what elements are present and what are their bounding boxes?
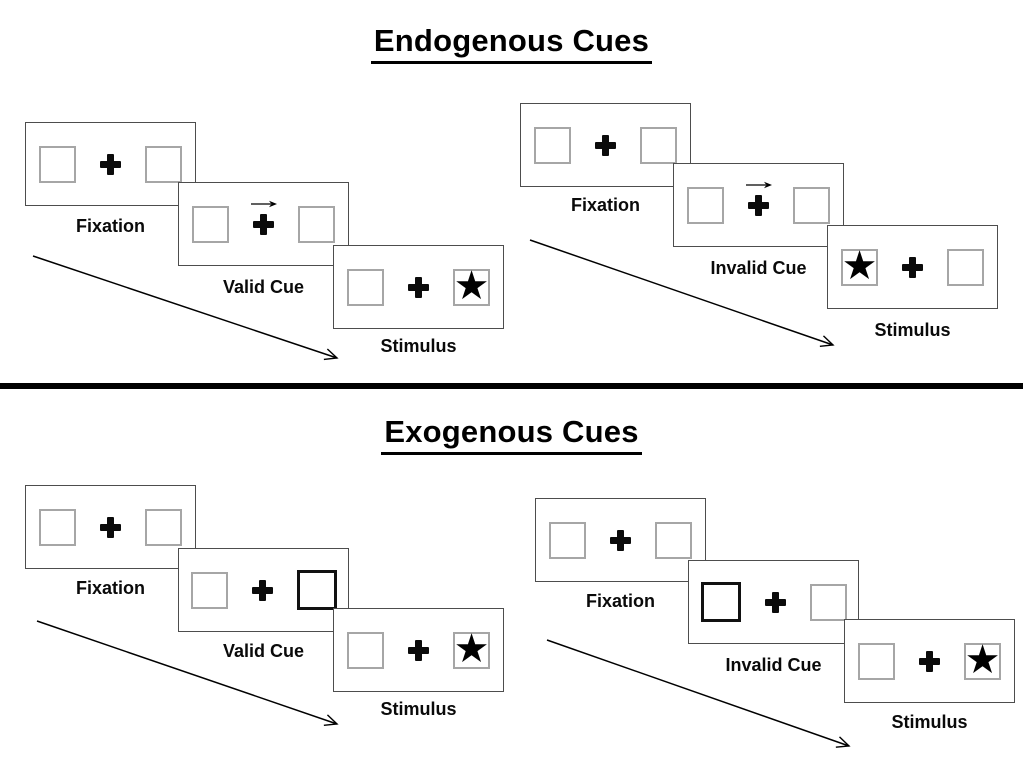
fixation-cross-icon (919, 650, 940, 672)
sequence-arrow (36, 620, 339, 727)
sequence-arrow (32, 255, 339, 361)
panel-label: Stimulus (874, 320, 951, 340)
panel-label: Fixation (585, 591, 655, 611)
invalid-cue-panel (688, 560, 859, 644)
target-star-icon: ★ (453, 262, 490, 309)
right-target-box: ★ (453, 262, 490, 309)
left-placeholder-box (534, 126, 571, 164)
left-placeholder-box (190, 571, 228, 609)
sequence-arrow (529, 239, 835, 347)
panel-label: Valid Cue (222, 277, 305, 297)
panel-label: Fixation (570, 195, 640, 215)
right-placeholder-box (793, 186, 830, 224)
right-placeholder-box (145, 508, 182, 546)
invalid-cue-panel (673, 163, 844, 247)
fixation-cross-icon (408, 276, 429, 298)
valid-cue-panel (178, 182, 349, 266)
fixation-panel (25, 122, 196, 206)
section-title-exogenous: Exogenous Cues (0, 414, 1023, 455)
section-title-text: Exogenous Cues (381, 414, 642, 455)
left-target-box: ★ (841, 242, 878, 289)
fixation-panel (535, 498, 706, 582)
cue-arrow-icon (251, 200, 277, 207)
left-placeholder-box (39, 508, 76, 546)
fixation-cross-icon (595, 134, 616, 156)
right-placeholder-box (640, 126, 677, 164)
target-star-icon: ★ (841, 242, 878, 289)
left-placeholder-box (192, 205, 229, 243)
stimulus-panel: ★ (333, 608, 504, 692)
fixation-panel (25, 485, 196, 569)
panel-label: Stimulus (380, 699, 457, 719)
right-placeholder-box (655, 521, 692, 559)
stimulus-panel: ★ (844, 619, 1015, 703)
left-placeholder-box (549, 521, 586, 559)
fixation-cross-icon (251, 200, 277, 235)
fixation-cross-icon (408, 639, 429, 661)
right-placeholder-box (809, 583, 847, 621)
left-placeholder-box (347, 268, 384, 306)
cue-arrow-icon (746, 181, 772, 188)
left-placeholder-box (39, 145, 76, 183)
right-target-box: ★ (453, 625, 490, 672)
panel-label: Stimulus (891, 712, 968, 732)
panel-label: Invalid Cue (725, 655, 822, 675)
right-placeholder-box (145, 145, 182, 183)
right-cued-box (296, 570, 337, 610)
sequence-arrow (546, 639, 851, 748)
fixation-cross-icon (610, 529, 631, 551)
target-star-icon: ★ (453, 625, 490, 672)
fixation-cross-icon (746, 181, 772, 216)
fixation-cross-icon (251, 579, 273, 601)
left-placeholder-box (858, 642, 895, 680)
stimulus-panel: ★ (827, 225, 998, 309)
fixation-cross-icon (100, 516, 121, 538)
section-divider (0, 383, 1023, 389)
right-placeholder-box (947, 248, 984, 286)
stimulus-panel: ★ (333, 245, 504, 329)
panel-label: Fixation (75, 578, 145, 598)
section-title-endogenous: Endogenous Cues (0, 23, 1023, 64)
panel-label: Stimulus (380, 336, 457, 356)
left-cued-box (700, 582, 741, 622)
left-placeholder-box (687, 186, 724, 224)
fixation-cross-icon (100, 153, 121, 175)
target-star-icon: ★ (964, 636, 1001, 683)
right-target-box: ★ (964, 636, 1001, 683)
fixation-cross-icon (902, 256, 923, 278)
fixation-panel (520, 103, 691, 187)
panel-label: Valid Cue (222, 641, 305, 661)
left-placeholder-box (347, 631, 384, 669)
right-placeholder-box (298, 205, 335, 243)
valid-cue-panel (178, 548, 349, 632)
section-title-text: Endogenous Cues (370, 23, 653, 64)
panel-label: Fixation (75, 216, 145, 236)
panel-label: Invalid Cue (710, 258, 807, 278)
fixation-cross-icon (764, 591, 786, 613)
